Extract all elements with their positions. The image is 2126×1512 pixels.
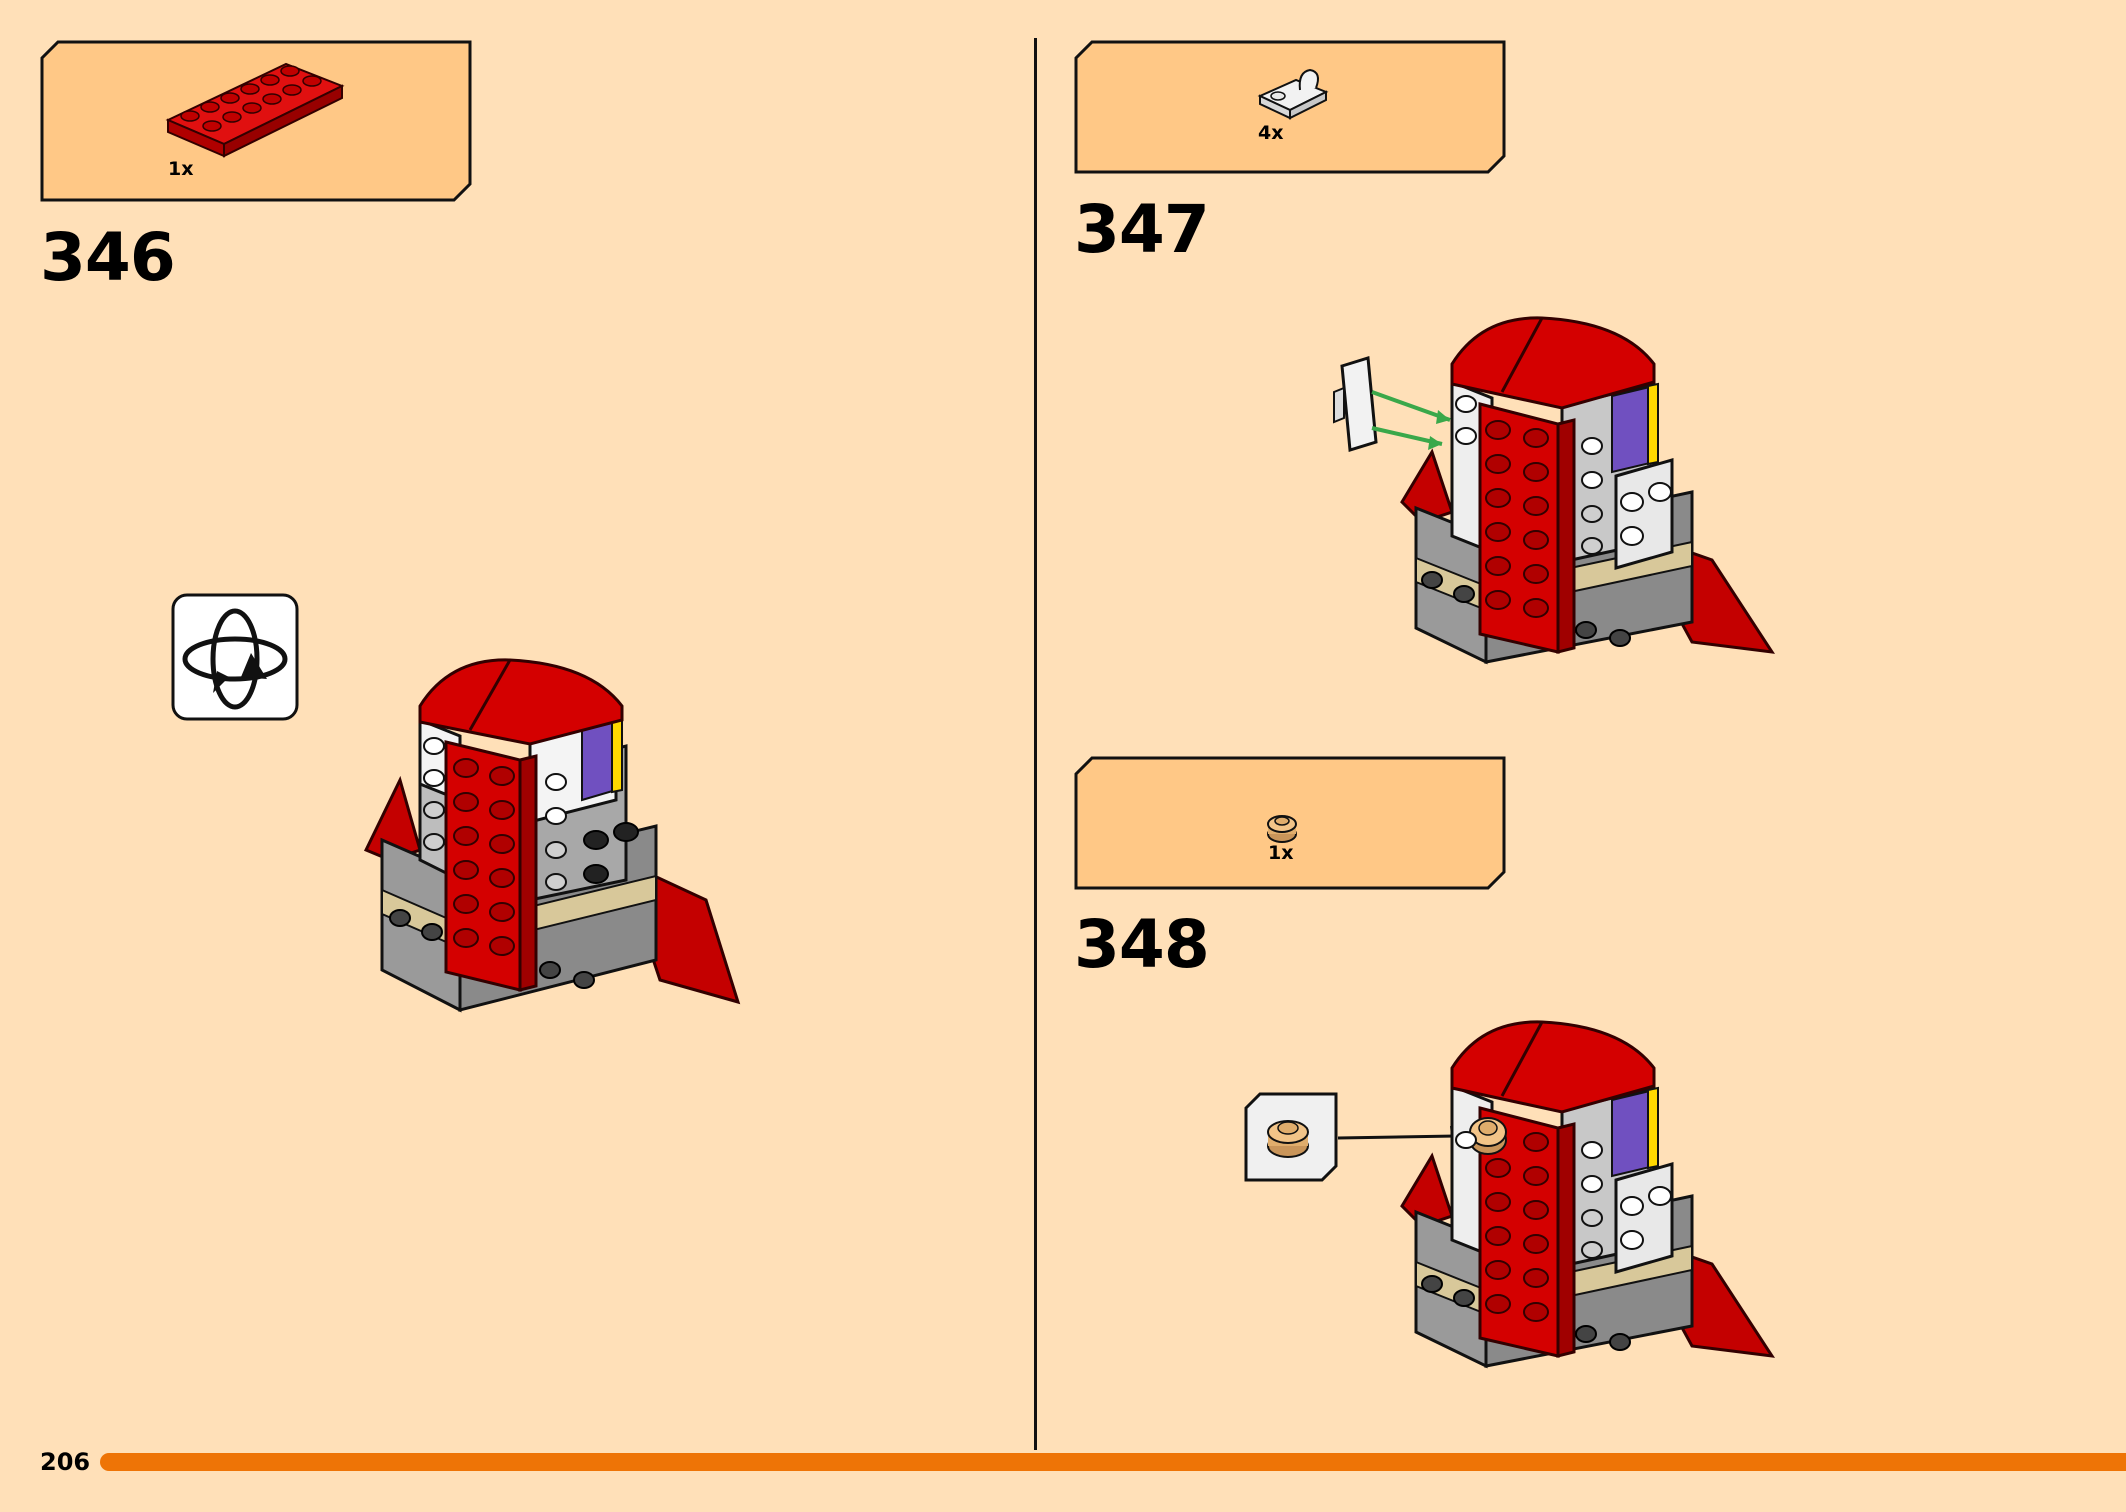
step-number-347: 347 [1074,191,1210,268]
progress-bar [100,1453,2126,1471]
model-step-348 [1400,1020,1776,1369]
white-clip-plate-icon [1257,68,1329,120]
red-plate-2x6-icon [165,62,345,158]
step-number-348: 348 [1074,906,1210,983]
page-number: 206 [40,1448,91,1476]
part-qty-347: 4x [1258,122,1284,144]
part-qty-346: 1x [168,158,194,180]
model-step-346 [363,658,741,1013]
page-divider [1034,38,1037,1450]
callout-tan-round-plate [1244,1092,1338,1182]
model-step-347 [1333,316,1776,665]
step-number-346: 346 [40,219,176,296]
rotate-model-icon [171,593,299,721]
tan-round-plate-icon [1267,815,1297,843]
part-qty-348: 1x [1268,842,1294,864]
